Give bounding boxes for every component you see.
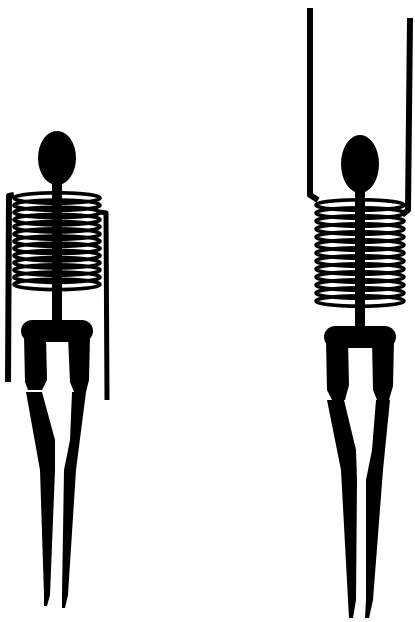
spine xyxy=(52,183,62,327)
thigh xyxy=(24,336,47,390)
thigh xyxy=(326,340,349,400)
thigh xyxy=(68,336,90,392)
spine xyxy=(355,189,365,333)
thigh xyxy=(372,340,394,400)
head xyxy=(341,135,379,193)
head xyxy=(38,131,76,185)
